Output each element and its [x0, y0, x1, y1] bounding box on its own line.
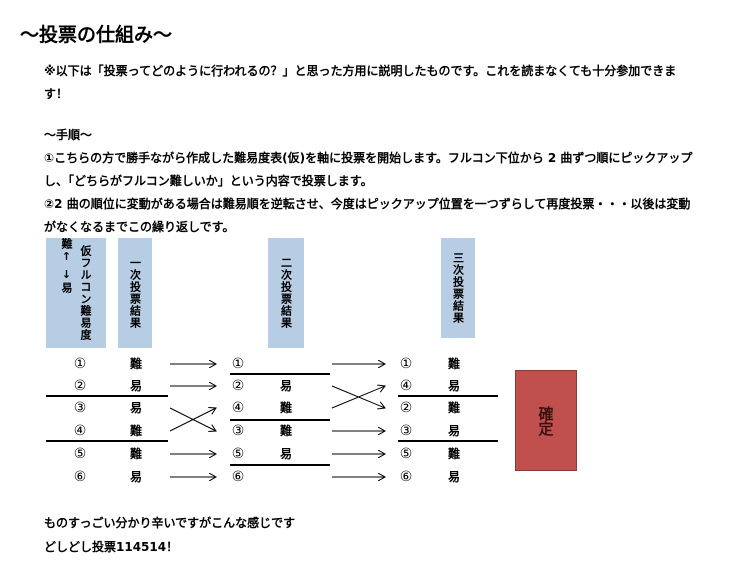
vote-result: 易: [279, 447, 292, 461]
rank-number: ⑥: [73, 469, 87, 485]
vote-result: 難: [129, 424, 142, 438]
rank-number: ⑤: [73, 446, 87, 462]
step2-line-2: がなくなるまでこの繰り返しです。: [44, 220, 235, 234]
vote-result: 難: [447, 401, 460, 415]
vote-result: 難: [279, 424, 292, 438]
confirm-box: 確定: [515, 370, 577, 471]
rank-number: ⑥: [399, 469, 413, 485]
vote-result: 易: [129, 379, 142, 393]
rank-number: ②: [231, 378, 245, 394]
rank-number: ③: [231, 423, 245, 439]
rank-number: ①: [73, 356, 87, 372]
intro-line-1: ※以下は「投票ってどのように行われるの？」と思った方用に説明したものです。これを…: [44, 64, 677, 78]
vote-result: 易: [447, 379, 460, 393]
second-vote-label: 二次投票結果: [268, 238, 304, 348]
arrow-icon: [169, 408, 216, 432]
step1-line-2: し、「どちらがフルコン難しいか」という内容で投票します。: [44, 174, 373, 188]
rank-number: ③: [399, 423, 413, 439]
vote-result: 難: [279, 401, 292, 415]
vote-result: 易: [447, 470, 460, 484]
rank-number: ②: [73, 378, 87, 394]
vote-result: 難: [447, 357, 460, 371]
step2-line-1: ②2 曲の順位に変動がある場合は難易順を逆転させ、今度はピックアップ位置を一つず…: [44, 197, 691, 211]
rank-number: ⑤: [399, 446, 413, 462]
intro-line-2: す！: [44, 87, 69, 101]
rank-number: ①: [399, 356, 413, 372]
procedure-heading: ～手順～: [44, 128, 93, 142]
step1-line-1: ①こちらの方で勝手ながら作成した難易度表(仮)を軸に投票を開始します。フルコン下…: [44, 151, 693, 165]
vote-result: 難: [447, 447, 460, 461]
rank-number: ⑤: [231, 446, 245, 462]
vote-result: 難: [129, 357, 142, 371]
vote-result: 易: [129, 470, 142, 484]
vote-result: 易: [447, 424, 460, 438]
vote-result: 易: [279, 379, 292, 393]
footer-line-1: ものすっごい分かり辛いですがこんな感じです: [44, 516, 296, 530]
third-vote-label: 三次投票結果: [441, 238, 475, 338]
rank-number: ③: [73, 400, 87, 416]
vote-result: 難: [129, 447, 142, 461]
rank-number: ⑥: [231, 469, 245, 485]
rank-number: ④: [399, 378, 413, 394]
rank-number: ①: [231, 356, 245, 372]
easy-arrow-label: ↓易: [60, 268, 73, 294]
difficulty-table-label: 難↑ ↓易 仮フルコン難易度: [46, 238, 106, 348]
hard-arrow-label: 難↑: [60, 238, 73, 264]
vote-result: 易: [129, 401, 142, 415]
footer-line-2: どしどし投票114514！: [44, 540, 179, 554]
page-title: ～投票の仕組み～: [20, 24, 173, 46]
rank-number: ②: [399, 400, 413, 416]
difficulty-table-title: 仮フルコン難易度: [79, 245, 92, 341]
first-vote-label: 一次投票結果: [118, 238, 152, 348]
rank-number: ④: [231, 400, 245, 416]
arrow-icon: [331, 386, 385, 409]
rank-number: ④: [73, 423, 87, 439]
